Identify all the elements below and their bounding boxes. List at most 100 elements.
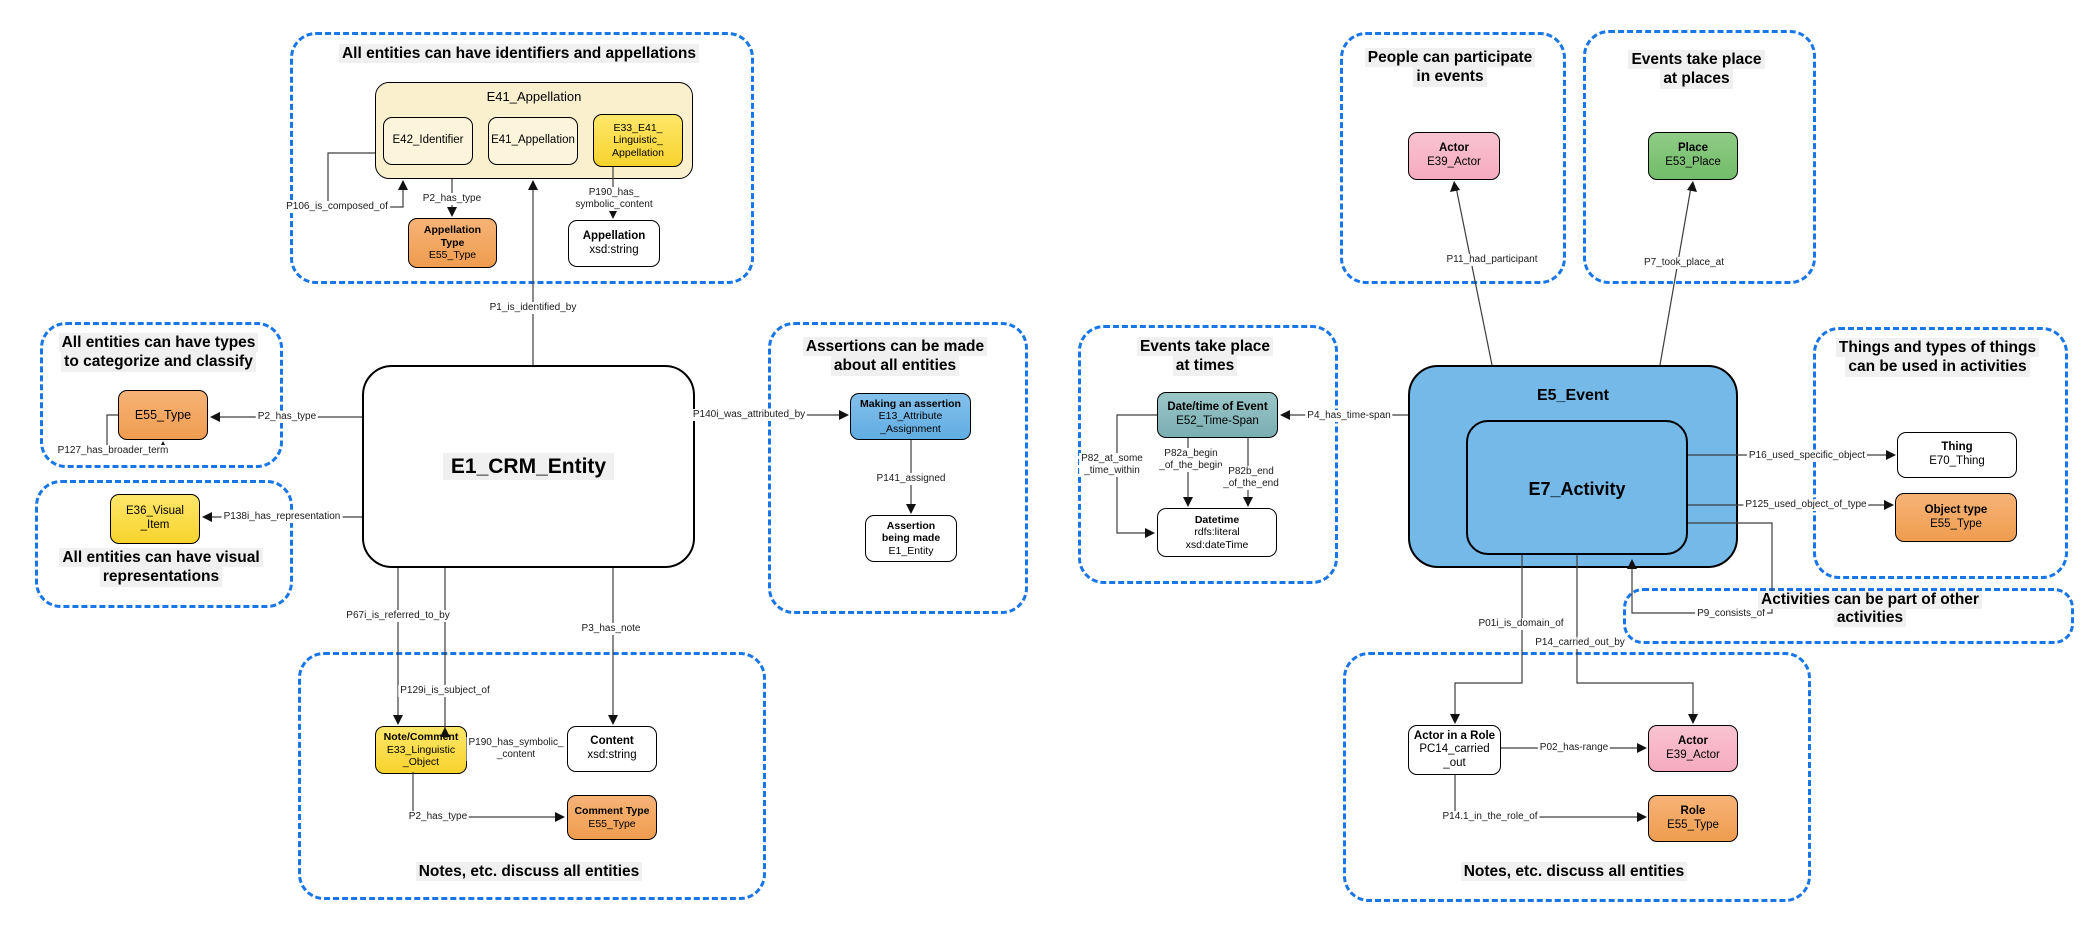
group-assertions <box>768 322 1028 614</box>
node-label: Making an assertion <box>860 397 961 410</box>
node-e41-appellation: E41_Appellation <box>488 117 578 165</box>
node-label: E55_Type <box>428 249 477 262</box>
node-label: Note/Comment <box>383 731 459 744</box>
node-label: E5_Event <box>1536 387 1610 404</box>
edge-label-p11-had-participant: P11_had_participant <box>1444 254 1540 266</box>
node-label: E39_Actor <box>1666 748 1720 761</box>
node-label: Content <box>590 735 634 748</box>
node-label: being made <box>881 532 941 545</box>
node-label: Object type <box>1924 503 1988 516</box>
node-label: E33_Linguistic <box>386 743 456 756</box>
edge-label-p01i-is-domain-of: P01i_is_domain_of <box>1476 618 1566 630</box>
node-label: E55_Type <box>134 407 192 422</box>
node-appellation-type: Appellation Type E55_Type <box>408 218 497 268</box>
node-label: _Item <box>140 519 170 531</box>
node-label: Type <box>440 236 465 249</box>
edge-label-p2-has-type: P2_has_type <box>255 411 319 423</box>
edge-label-p125-used-object-of-type: P125_used_object_of_type <box>1743 499 1869 511</box>
edge-label-p1-is-identified-by: P1_is_identified_by <box>487 302 579 314</box>
node-e7-activity: E7_Activity <box>1466 420 1688 555</box>
node-label: Role <box>1680 804 1706 817</box>
group-appellations <box>290 32 754 284</box>
edge-label-p138i-has-representation: P138i_has_representation <box>221 511 343 523</box>
node-label: E41_Appellation <box>491 134 575 147</box>
node-label: E42_Identifier <box>392 134 464 147</box>
node-e13-attribute-assignment: Making an assertion E13_Attribute _Assig… <box>850 393 971 440</box>
node-label: xsd:string <box>587 749 637 761</box>
node-e55-type-left: E55_Type <box>118 390 208 440</box>
node-label: Datetime <box>1194 513 1240 526</box>
node-e33-e41-linguistic-appellation: E33_E41_ Linguistic_ Appellation <box>593 114 683 167</box>
node-label: E55_Type <box>1930 517 1982 530</box>
edge-label-p82b-end-of-the-end: P82b_end_of_the_end <box>1221 466 1281 490</box>
node-actor-top: Actor E39_Actor <box>1408 132 1500 180</box>
node-label: Comment Type <box>574 805 650 818</box>
edge-label-p190-has-symbolic-content: P190_has_symbolic_content <box>573 187 655 211</box>
node-label: Actor <box>1438 142 1470 155</box>
node-label: Thing <box>1941 441 1973 454</box>
node-label: E55_Type <box>588 817 636 830</box>
node-object-type: Object type E55_Type <box>1895 493 2017 542</box>
node-thing: Thing E70_Thing <box>1897 432 2017 478</box>
edge-label-p02-has-range: P02_has-range <box>1537 742 1611 754</box>
edge-label-p16-used-specific-object: P16_used_specific_object <box>1746 450 1868 462</box>
node-label: E7_Activity <box>1528 479 1626 499</box>
node-label: E33_E41_ <box>613 121 663 134</box>
edge-label-p106-is-composed-of: P106_is_composed_of <box>284 201 390 213</box>
node-e1-crm-entity: E1_CRM_Entity <box>362 365 695 568</box>
node-label: Appellation <box>582 229 646 242</box>
node-label: _Object <box>402 756 440 769</box>
edge-label-p7-took-place-at: P7_took_place_at <box>1641 257 1727 269</box>
node-place: Place E53_Place <box>1648 132 1738 180</box>
node-label: E52_Time-Span <box>1176 415 1259 427</box>
node-actor-bottom: Actor E39_Actor <box>1648 725 1738 772</box>
edge-label-p82-at-some-time-within: P82_at_some_time_within <box>1079 453 1145 477</box>
node-label: Linguistic_ <box>613 134 663 147</box>
group-people <box>1340 32 1566 284</box>
node-label: rdfs:literal <box>1194 526 1240 539</box>
edge-label-p2-has-type-appellation: P2_has_type <box>420 193 484 205</box>
node-label: Actor <box>1677 734 1709 747</box>
node-label: E70_Thing <box>1929 455 1985 467</box>
node-assertion-being-made: Assertion being made E1_Entity <box>865 515 957 562</box>
node-label: E1_Entity <box>888 544 934 557</box>
node-label: E13_Attribute <box>878 410 943 423</box>
node-label: Place <box>1677 142 1709 155</box>
edge-label-p4-has-time-span: P4_has_time-span <box>1305 410 1393 422</box>
group-visual <box>35 480 293 608</box>
group-notes-left <box>298 652 766 900</box>
edge-label-p14-1-in-the-role-of: P14.1_in_the_role_of <box>1440 811 1540 823</box>
node-e36-visual-item: E36_Visual _Item <box>110 494 200 544</box>
group-title-appellations: All entities can have identifiers and ap… <box>290 44 748 64</box>
edge-label-p190-has-symbolic-content-note: P190_has_symbolic__content <box>466 737 566 761</box>
group-title-notes-left: Notes, etc. discuss all entities <box>298 862 760 882</box>
edge-label-p82a-begin-of-the-begin: P82a_begin_of_the_begin <box>1157 448 1225 472</box>
edge-label-p141-assigned: P141_assigned <box>874 473 948 485</box>
node-label: PC14_carried <box>1419 743 1490 756</box>
node-role: Role E55_Type <box>1648 795 1738 842</box>
edge-label-p127-has-broader-term: P127_has_broader_term <box>55 445 171 457</box>
node-e52-time-span: Date/time of Event E52_Time-Span <box>1157 392 1278 438</box>
node-label: E53_Place <box>1665 156 1721 168</box>
node-label: E39_Actor <box>1427 156 1481 168</box>
node-label: Assertion <box>886 519 936 532</box>
group-places <box>1583 30 1816 284</box>
node-content-string: Content xsd:string <box>567 726 657 772</box>
node-label: E55_Type <box>1667 818 1719 831</box>
node-comment-type: Comment Type E55_Type <box>567 795 657 840</box>
edge-label-p3-has-note: P3_has_note <box>579 623 643 635</box>
node-actor-in-a-role: Actor in a Role PC14_carried _out <box>1408 725 1501 775</box>
node-label: E41_Appellation <box>486 89 582 104</box>
node-label: Appellation <box>612 146 664 159</box>
node-label: E1_CRM_Entity <box>364 453 693 480</box>
edge-label-p14-carried-out-by: P14_carried_out_by <box>1533 637 1627 649</box>
edge-label-p2-has-type-note: P2_has_type <box>406 811 470 823</box>
